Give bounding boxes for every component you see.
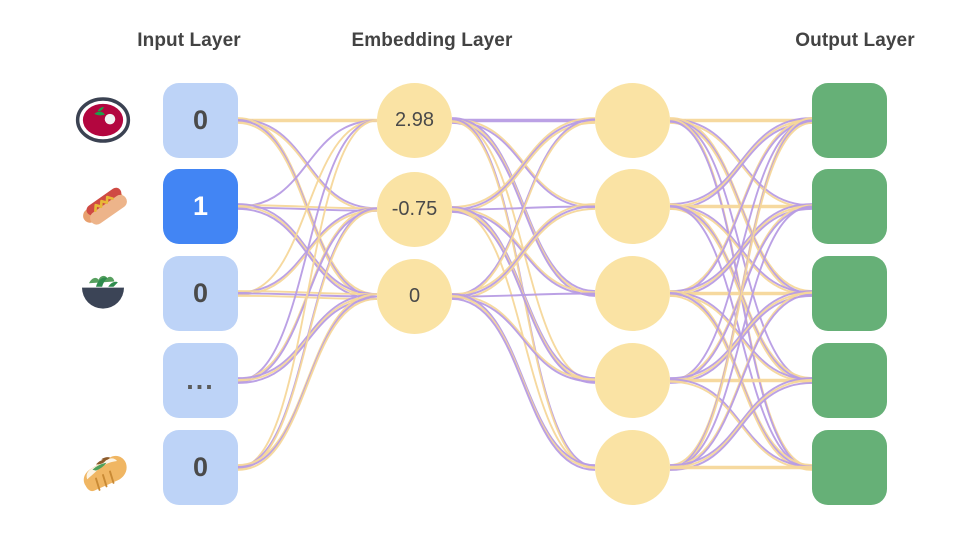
output-node-3[interactable] (812, 343, 887, 418)
embedding-node-1[interactable]: -0.75 (377, 172, 452, 247)
hidden-node-0[interactable] (595, 83, 670, 158)
hidden-node-4[interactable] (595, 430, 670, 505)
output-node-4[interactable] (812, 430, 887, 505)
embedding-node-0-value: 2.98 (395, 109, 434, 131)
hidden-node-2[interactable] (595, 256, 670, 331)
salad-bowl-icon (73, 262, 133, 322)
input-node-1[interactable]: 1 (163, 169, 238, 244)
input-layer-title: Input Layer (137, 30, 241, 51)
burrito-icon (73, 445, 133, 505)
hidden-node-1[interactable] (595, 169, 670, 244)
soup-bowl-icon (73, 90, 133, 150)
embedding-node-1-value: -0.75 (391, 198, 438, 220)
input-node-4-value: 0 (192, 452, 209, 482)
input-node-3[interactable]: ... (163, 343, 238, 418)
output-layer-title: Output Layer (795, 30, 915, 51)
input-node-0-value: 0 (192, 105, 209, 135)
hidden-node-3[interactable] (595, 343, 670, 418)
input-node-0[interactable]: 0 (163, 83, 238, 158)
embedding-node-0[interactable]: 2.98 (377, 83, 452, 158)
input-node-1-value: 1 (192, 191, 209, 221)
embedding-node-2[interactable]: 0 (377, 259, 452, 334)
output-node-0[interactable] (812, 83, 887, 158)
embedding-node-2-value: 0 (408, 285, 421, 307)
input-node-3-value: ... (186, 365, 215, 395)
hotdog-icon (73, 175, 133, 235)
input-node-2-value: 0 (192, 278, 209, 308)
input-node-2[interactable]: 0 (163, 256, 238, 331)
input-node-4[interactable]: 0 (163, 430, 238, 505)
output-node-1[interactable] (812, 169, 887, 244)
embedding-layer-title: Embedding Layer (351, 30, 513, 51)
output-node-2[interactable] (812, 256, 887, 331)
